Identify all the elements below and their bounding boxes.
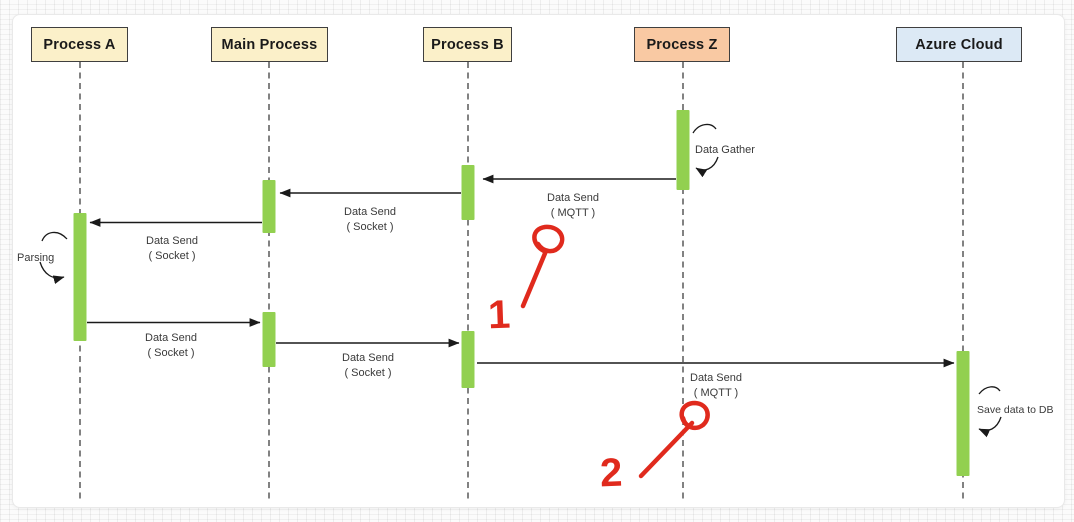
self-arc-parsing-arrow <box>39 261 65 284</box>
participant-label: Azure Cloud <box>915 36 1003 53</box>
red-arrow-1-shaft <box>520 248 549 309</box>
participant-label: Process A <box>43 36 116 53</box>
activation-bar-main-process-1 <box>262 180 276 233</box>
activation-bar-azure-cloud <box>956 351 970 476</box>
participant-azure-cloud: Azure Cloud <box>896 27 1022 62</box>
red-arrow-2-shaft <box>638 420 695 479</box>
self-arc-save-db-top <box>978 386 1001 395</box>
self-message-label-data-gather: Data Gather <box>695 144 755 156</box>
participant-label: Process B <box>431 36 504 53</box>
red-arrow-1-head <box>532 224 565 254</box>
message-label-b-to-main: Data Send ( Socket ) <box>344 206 396 233</box>
participant-label: Process Z <box>646 36 718 53</box>
message-label-b-to-azure: Data Send ( MQTT ) <box>690 372 742 399</box>
self-arc-data-gather-top <box>692 123 717 134</box>
annotation-number-1: 1 <box>487 292 512 338</box>
activation-bar-process-b-2 <box>461 331 475 388</box>
message-label-z-to-b: Data Send ( MQTT ) <box>547 192 599 219</box>
self-arc-data-gather-arrow <box>695 156 719 178</box>
participant-process-z: Process Z <box>634 27 730 62</box>
message-label-main-to-b: Data Send ( Socket ) <box>342 352 394 379</box>
participant-process-a: Process A <box>31 27 128 62</box>
activation-bar-process-a <box>73 213 87 341</box>
red-arrow-2-head <box>679 400 710 431</box>
participant-process-b: Process B <box>423 27 512 62</box>
participant-label: Main Process <box>221 36 318 53</box>
self-message-label-save-data-to-db: Save data to DB <box>977 404 1054 416</box>
activation-bar-main-process-2 <box>262 312 276 367</box>
message-label-main-to-a: Data Send ( Socket ) <box>146 235 198 262</box>
message-label-a-to-main: Data Send ( Socket ) <box>145 332 197 359</box>
self-message-label-parsing: Parsing <box>17 252 55 264</box>
participant-main-process: Main Process <box>211 27 328 62</box>
activation-bar-process-b-1 <box>461 165 475 220</box>
activation-bar-process-z <box>676 110 690 190</box>
self-arc-parsing-top <box>41 231 68 242</box>
diagram-canvas <box>12 14 1065 508</box>
annotation-number-2: 2 <box>599 450 624 496</box>
self-arc-save-db-arrow <box>978 416 1002 438</box>
